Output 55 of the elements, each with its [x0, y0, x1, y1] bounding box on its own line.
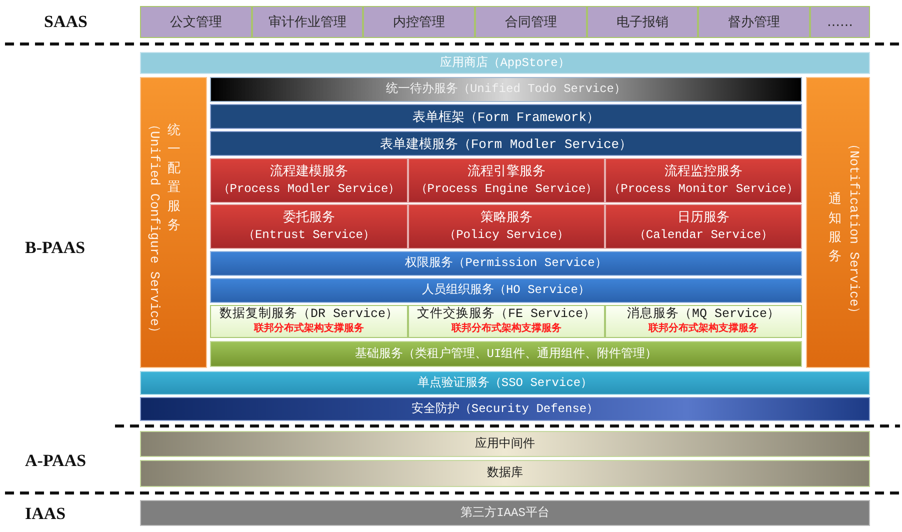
platform-bar: 数据库 [140, 460, 870, 487]
service-box [210, 204, 408, 249]
service-bar: 权限服务（Permission Service） [210, 251, 802, 276]
service-box [605, 204, 802, 249]
platform-bar: 第三方IAAS平台 [140, 500, 870, 526]
service-box [605, 305, 802, 338]
service-name: 消息服务（MQ Service） [626, 307, 780, 322]
service-column [806, 77, 870, 368]
service-subtitle: （Process Engine Service） [415, 182, 598, 198]
service-bar: 人员组织服务（HO Service） [210, 278, 802, 303]
service-subtitle: （Notification Service） [846, 136, 862, 320]
service-name: 数据复制服务（DR Service） [219, 307, 398, 322]
module-tab: 审计作业管理 [252, 6, 363, 38]
service-bar: 表单框架（Form Framework） [210, 104, 802, 129]
service-name: 通知服务 [828, 191, 842, 266]
service-bar: 单点验证服务（SSO Service） [140, 371, 870, 395]
service-subtitle: （Policy Service） [444, 228, 569, 244]
service-name: 统一配置服务 [167, 122, 181, 235]
service-box [408, 158, 605, 203]
service-box [210, 158, 408, 203]
module-tab: 电子报销 [587, 6, 698, 38]
service-bar: 应用商店（AppStore） [140, 52, 870, 74]
layer-label: A-PAAS [25, 451, 86, 471]
service-subtitle: （Unified Configure Service） [146, 117, 162, 339]
service-name: 策略服务 [480, 210, 532, 226]
module-tab: 督办管理 [698, 6, 810, 38]
layer-label: IAAS [25, 504, 66, 524]
support-note: 联邦分布式架构支撑服务 [648, 323, 758, 336]
service-bar: 基础服务（类租户管理、UI组件、通用组件、附件管理） [210, 341, 802, 367]
module-tab: 内控管理 [363, 6, 475, 38]
service-name: 委托服务 [283, 210, 335, 226]
service-subtitle: （Entrust Service） [242, 228, 376, 244]
module-tab: …… [810, 6, 870, 38]
service-box [605, 158, 802, 203]
layer-label: SAAS [44, 12, 88, 32]
service-name: 文件交换服务（FE Service） [416, 307, 596, 322]
service-name: 日历服务 [678, 210, 730, 226]
service-name: 流程建模服务 [270, 164, 348, 180]
layer-label: B-PAAS [25, 238, 86, 258]
service-subtitle: （Calendar Service） [634, 228, 774, 244]
platform-bar: 应用中间件 [140, 431, 870, 457]
service-box [210, 305, 408, 338]
support-note: 联邦分布式架构支撑服务 [452, 323, 562, 336]
service-subtitle: （Process Modler Service） [218, 182, 400, 198]
service-name: 流程监控服务 [664, 164, 742, 180]
service-box [408, 305, 605, 338]
service-bar: 安全防护（Security Defense） [140, 397, 870, 421]
support-note: 联邦分布式架构支撑服务 [254, 323, 364, 336]
service-name: 流程引擎服务 [468, 164, 546, 180]
service-box [408, 204, 605, 249]
service-subtitle: （Process Monitor Service） [608, 182, 798, 198]
service-column [140, 77, 207, 368]
module-tab: 公文管理 [140, 6, 252, 38]
service-bar: 表单建模服务（Form Modler Service） [210, 131, 802, 156]
module-tab: 合同管理 [475, 6, 587, 38]
